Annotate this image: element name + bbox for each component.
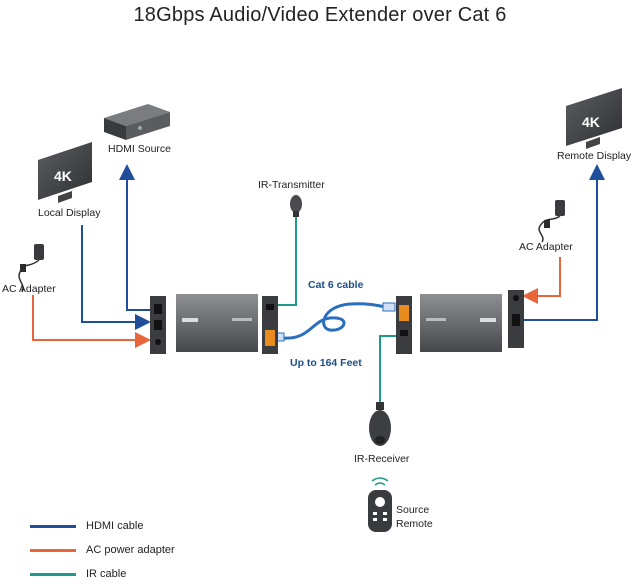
- ac-adapter-left-label: AC Adapter: [2, 283, 56, 295]
- ir-cable-transmitter: [276, 216, 297, 306]
- local-display-tv-icon: 4K: [38, 142, 92, 203]
- ac-adapter-left-icon: [18, 244, 44, 293]
- cat6-cable: [282, 302, 391, 340]
- hdmi-cable-from-local-display: [81, 225, 151, 330]
- transmitter-body: [176, 294, 258, 352]
- local-display-label: Local Display: [38, 207, 101, 219]
- legend-label-power: AC power adapter: [86, 544, 175, 556]
- legend: HDMI cable AC power adapter IR cable: [30, 514, 175, 586]
- source-remote-icon: [368, 477, 392, 532]
- legend-item-ir: IR cable: [30, 562, 175, 586]
- legend-item-hdmi: HDMI cable: [30, 514, 175, 538]
- hdmi-source-label: HDMI Source: [108, 143, 171, 155]
- hdmi-cable-to-remote-display: [522, 164, 605, 321]
- legend-swatch-ir: [30, 572, 76, 576]
- hdmi-cable-to-source: [119, 164, 150, 311]
- ir-transmitter-icon: [290, 195, 302, 217]
- remote-display-label: Remote Display: [557, 150, 632, 162]
- ir-receiver-icon: [369, 402, 391, 446]
- legend-swatch-hdmi: [30, 524, 76, 528]
- ir-transmitter-label: IR-Transmitter: [258, 179, 325, 191]
- receiver-front-panel: [396, 296, 412, 354]
- source-remote-label-line2: Remote: [396, 518, 433, 530]
- cat6-cable-label: Cat 6 cable: [308, 279, 364, 291]
- legend-swatch-power: [30, 548, 76, 552]
- hdmi-source-icon: [104, 104, 170, 140]
- legend-item-power: AC power adapter: [30, 538, 175, 562]
- power-cable-right: [522, 257, 561, 304]
- legend-label-ir: IR cable: [86, 568, 127, 580]
- rj45-plug-right: [382, 302, 396, 312]
- ac-adapter-right-label: AC Adapter: [519, 241, 573, 253]
- receiver-body: [420, 294, 502, 352]
- transmitter-unit: [150, 294, 278, 354]
- source-remote-label-line1: Source: [396, 504, 429, 516]
- receiver-unit: [396, 290, 524, 354]
- remote-display-4k-badge: 4K: [582, 114, 600, 130]
- cat6-length-label: Up to 164 Feet: [290, 357, 362, 369]
- remote-display-tv-icon: 4K: [566, 88, 622, 149]
- ir-receiver-label: IR-Receiver: [354, 453, 410, 465]
- legend-label-hdmi: HDMI cable: [86, 520, 144, 532]
- page-title: 18Gbps Audio/Video Extender over Cat 6: [133, 4, 507, 26]
- ac-adapter-right-icon: [538, 200, 565, 243]
- power-cable-left: [32, 295, 151, 348]
- local-display-4k-badge: 4K: [54, 168, 72, 184]
